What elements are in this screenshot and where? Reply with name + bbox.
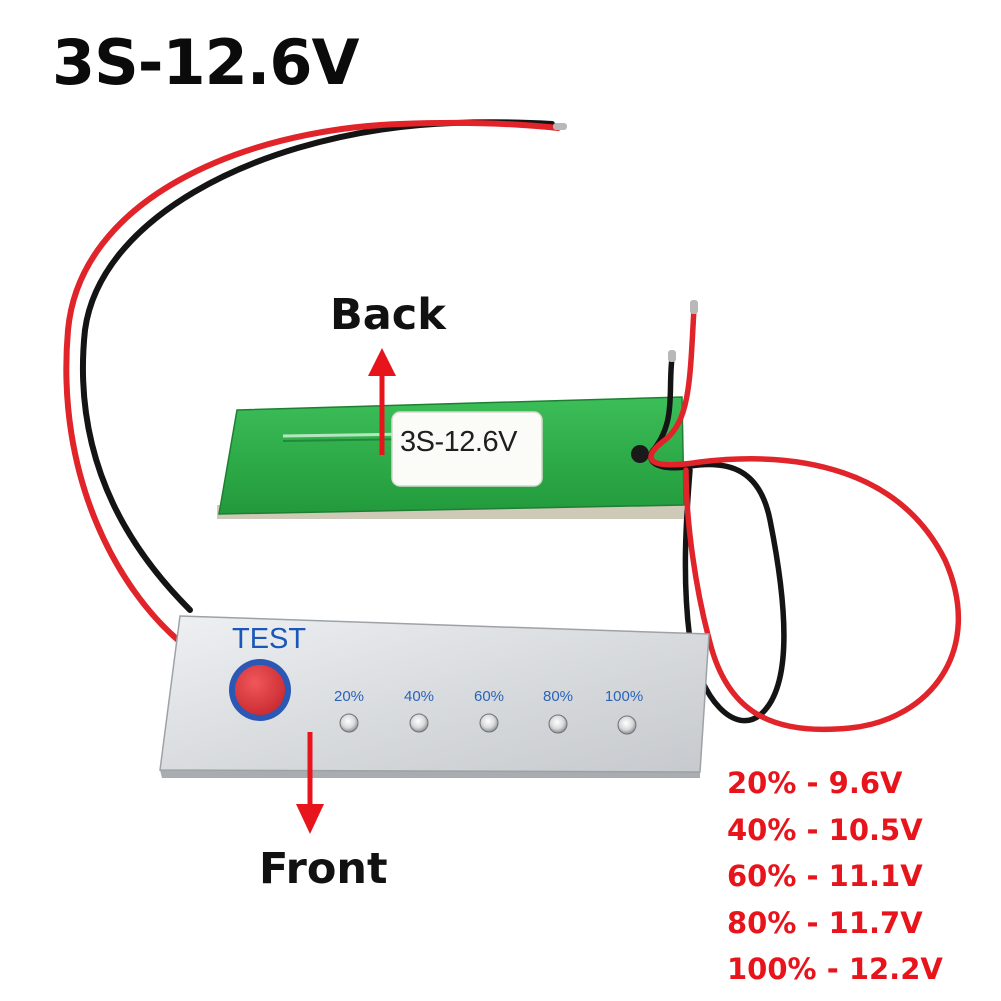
wire-pair-loop bbox=[648, 300, 962, 733]
voltage-row: 40% - 10.5V bbox=[727, 812, 923, 847]
sticker bbox=[391, 411, 543, 487]
back-callout-label: Back bbox=[330, 290, 446, 340]
back-board bbox=[217, 396, 685, 519]
voltage-row: 20% - 9.6V bbox=[727, 766, 903, 800]
front-callout-label: Front bbox=[259, 844, 388, 894]
led-label-20: 20% bbox=[333, 688, 365, 705]
test-button-label: TEST bbox=[232, 623, 307, 655]
wire-tip bbox=[553, 123, 567, 130]
voltage-table: 20% - 9.6V 40% - 10.5V 60% - 11.1V 80% -… bbox=[727, 760, 943, 993]
led-label-80: 80% bbox=[542, 688, 574, 705]
up-arrow-icon bbox=[368, 348, 396, 455]
red-wire-loop bbox=[648, 305, 962, 733]
wire-tip-loop-b bbox=[668, 350, 676, 362]
voltage-row: 80% - 11.7V bbox=[727, 905, 923, 940]
red-wire bbox=[63, 119, 561, 643]
front-board bbox=[159, 615, 710, 778]
led-indicator-icon bbox=[548, 714, 568, 734]
wire-pair-top bbox=[63, 119, 567, 643]
front-plate bbox=[159, 615, 710, 773]
led-indicator-icon bbox=[409, 713, 429, 733]
led-indicator-icon bbox=[339, 713, 359, 733]
voltage-row: 60% - 11.1V bbox=[727, 859, 923, 893]
page-title: 3S-12.6V bbox=[52, 26, 359, 99]
wire-tip-loop-a bbox=[690, 300, 698, 314]
led-label-100: 100% bbox=[604, 688, 644, 705]
led-indicator-icon bbox=[617, 715, 637, 735]
sticker-label: 3S-12.6V bbox=[400, 426, 517, 458]
led-label-60: 60% bbox=[473, 688, 505, 705]
led-label-40: 40% bbox=[403, 688, 435, 705]
led-indicator-icon bbox=[479, 713, 499, 733]
voltage-row: 100% - 12.2V bbox=[727, 952, 943, 986]
down-arrow-icon bbox=[296, 732, 324, 834]
